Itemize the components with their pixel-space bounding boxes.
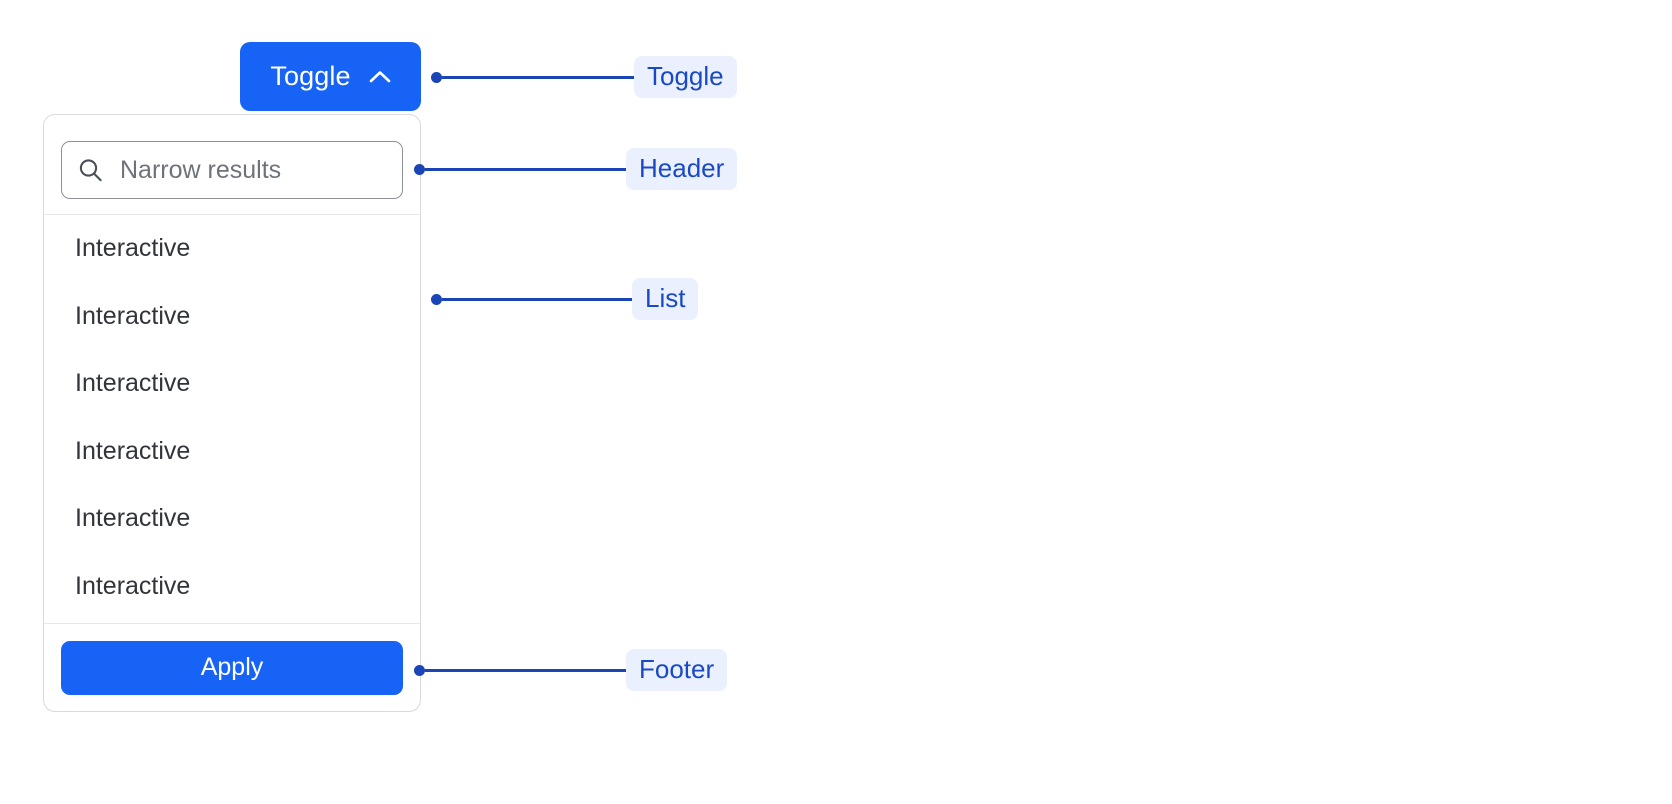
list-item-label: Interactive [75,436,191,465]
dropdown-list: Interactive Interactive Interactive Inte… [44,215,420,623]
list-item[interactable]: Interactive [44,418,420,486]
annotation-label: Footer [626,649,728,691]
search-input[interactable] [62,142,402,198]
annotation-header: Header [414,148,738,190]
annotation-label: List [632,278,699,320]
toggle-button-label: Toggle [270,61,351,91]
list-item-label: Interactive [75,301,191,330]
annotation-dot [431,293,442,305]
dropdown-footer: Apply [44,623,420,711]
search-field[interactable] [61,141,403,199]
list-item-label: Interactive [75,234,191,263]
list-item-label: Interactive [75,504,191,533]
annotation-footer: Footer [414,649,728,691]
annotation-leader-line [425,668,626,672]
annotation-label: Toggle [634,56,737,98]
list-item[interactable]: Interactive [44,350,420,418]
chevron-up-icon [369,70,391,83]
annotation-leader-line [442,297,632,301]
list-item[interactable]: Interactive [44,485,420,553]
annotation-leader-line [442,75,634,79]
toggle-button[interactable]: Toggle [240,42,421,111]
annotation-dot [431,71,442,83]
list-item[interactable]: Interactive [44,283,420,351]
annotation-dot [414,664,425,676]
list-item[interactable]: Interactive [44,553,420,621]
list-item-label: Interactive [75,369,191,398]
dropdown-header [44,115,420,215]
annotation-list: List [431,278,699,320]
annotation-toggle: Toggle [431,56,737,98]
dropdown-panel: Interactive Interactive Interactive Inte… [43,114,421,712]
annotation-dot [414,163,425,175]
list-item-label: Interactive [75,571,191,600]
annotation-leader-line [425,167,626,171]
annotation-label: Header [626,148,738,190]
list-item[interactable]: Interactive [44,215,420,283]
apply-button[interactable]: Apply [61,640,403,695]
